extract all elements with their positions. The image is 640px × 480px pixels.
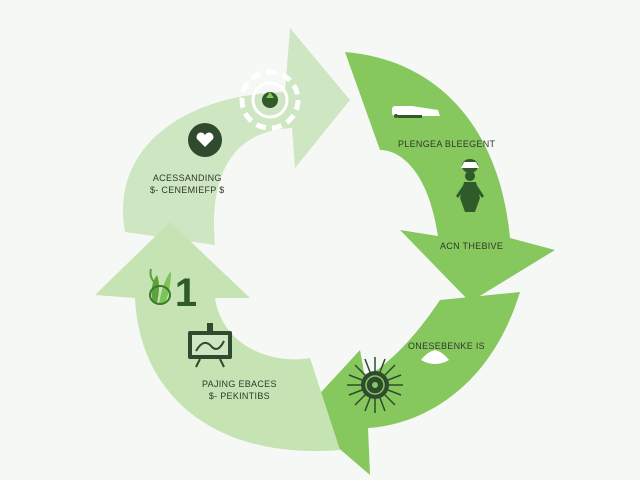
person-icon bbox=[456, 159, 484, 212]
label-bottom-right: ONESEBENKE IS bbox=[408, 340, 485, 352]
label-top-right: PLENGEA BLEEGENT bbox=[398, 138, 495, 150]
label-bottom-right-line-1: ONESEBENKE IS bbox=[408, 341, 485, 351]
label-right: ACN THEBIVE bbox=[440, 240, 503, 252]
label-top-left-line-1: ACESSANDING bbox=[152, 173, 222, 183]
sprout-number-icon bbox=[149, 268, 171, 305]
label-bottom-left-line-2: $- PEKINTIBS bbox=[208, 391, 270, 401]
ornament-icon bbox=[239, 69, 301, 131]
easel-chart-icon bbox=[188, 323, 232, 368]
label-bottom-left: PAJING EBACES $- PEKINTIBS bbox=[202, 378, 277, 402]
sunburst-icon bbox=[347, 357, 403, 413]
arrow-top-left bbox=[122, 28, 351, 245]
label-bottom-left-line-1: PAJING EBACES bbox=[202, 379, 277, 389]
label-top-left-line-2: $- CENEMIEFP $ bbox=[150, 185, 225, 195]
lotus-icon bbox=[421, 350, 449, 364]
label-right-line-1: ACN THEBIVE bbox=[440, 241, 504, 251]
label-top-right-line-1: PLENGEA BLEEGENT bbox=[398, 139, 496, 149]
heart-badge-icon bbox=[188, 123, 222, 157]
tool-icon bbox=[392, 106, 440, 118]
arrow-bottom-right bbox=[300, 292, 520, 475]
label-top-left: ACESSANDING $- CENEMIEFP $ bbox=[150, 172, 225, 196]
arrow-top-right bbox=[345, 52, 555, 302]
badge-number: 1 bbox=[175, 271, 197, 315]
